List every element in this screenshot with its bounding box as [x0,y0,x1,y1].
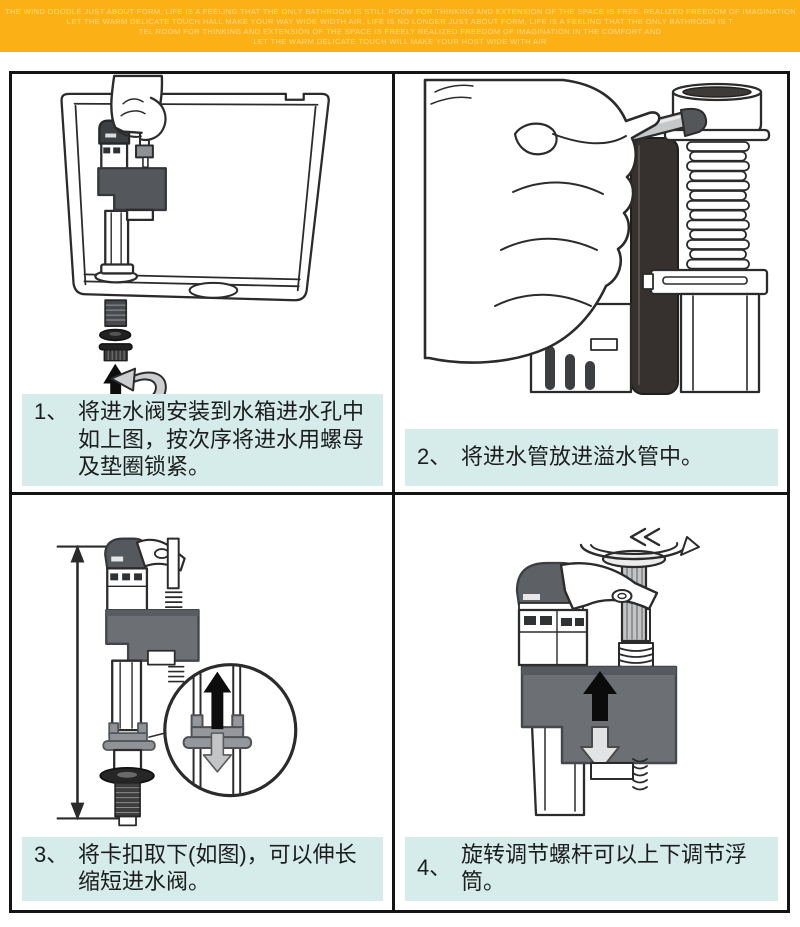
step-number: 4、 [417,855,452,881]
banner-text-line: LET THE WARM DELICATE TOUCH WILL MAKE YO… [253,36,547,46]
valve-extend-shorten-diagram [56,537,298,827]
banner-text-line: LET THE WARM DELICATE TOUCH HALL MAKE YO… [66,16,734,26]
hose-tip [680,107,708,137]
step-number: 3、 [34,841,69,867]
float-cup [97,167,167,212]
fill-valve-in-tank-diagram [60,74,330,422]
down-arrow [580,726,620,772]
step-3-panel: 3、 将卡扣取下(如图)，可以伸长缩短进水阀。 [12,495,395,910]
magnifier-circle [163,663,298,798]
step-2-panel: 2、 将进水管放进溢水管中。 [395,74,787,495]
hand [423,78,661,364]
threaded-shank [114,781,141,827]
up-arrow [203,671,232,730]
step-text: 将卡扣取下(如图)，可以伸长缩短进水阀。 [78,841,357,895]
valve-lower-body [529,302,633,394]
rubber-washer [99,766,155,785]
step-number: 1、 [34,398,69,424]
rubber-washer [99,328,132,342]
fill-valve [94,119,167,284]
banner-text-line: THE WIND DOODLE JUST ABOUT FORM, LIFE IS… [5,6,795,16]
step-1-panel: 1、 将进水阀安装到水箱进水孔中如上图，按次序将进水用螺母及垫圈锁紧。 [12,74,395,495]
header-banner: THE WIND DOODLE JUST ABOUT FORM, LIFE IS… [0,0,800,52]
step-2-caption: 2、 将进水管放进溢水管中。 [405,429,778,486]
hand [110,74,167,142]
spring [618,642,654,670]
step-number: 2、 [417,444,452,470]
lower-spring [632,758,648,791]
step-text: 将进水管放进溢水管中。 [461,444,704,470]
clip [102,722,156,751]
adjust-screw-float-diagram [515,527,700,817]
lock-nut [98,343,133,362]
down-arrow [202,732,233,773]
flush-valve-body [630,137,679,395]
step-4-panel: 4、 旋转调节螺杆可以上下调节浮筒。 [395,495,787,910]
hose-into-overflow-diagram [423,78,771,395]
banner-text-line: TEL ROOM FOR THINKING AND EXTENSION OF T… [138,26,662,36]
step-text: 旋转调节螺杆可以上下调节浮筒。 [461,841,748,895]
step-4-caption: 4、 旋转调节螺杆可以上下调节浮筒。 [405,836,778,901]
lever-arm [559,562,659,611]
up-arrow [583,671,617,721]
step-text: 将进水阀安装到水箱进水孔中如上图，按次序将进水用螺母及垫圈锁紧。 [78,398,365,480]
valve-body [517,608,589,667]
mounting-bracket [642,268,769,296]
overflow-tube [642,82,771,394]
step-1-caption: 1、 将进水阀安装到水箱进水孔中如上图，按次序将进水用螺母及垫圈锁紧。 [22,393,383,486]
step-grid: 1、 将进水阀安装到水箱进水孔中如上图，按次序将进水用螺母及垫圈锁紧。 [9,71,790,913]
rotate-arrow [579,527,700,561]
fill-valve [99,537,200,827]
step-3-caption: 3、 将卡扣取下(如图)，可以伸长缩短进水阀。 [22,836,383,901]
threaded-shank [104,299,128,328]
